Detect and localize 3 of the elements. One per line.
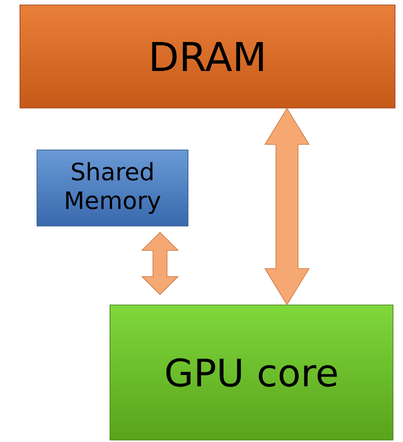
memory-box: DRAM xyxy=(20,4,396,108)
memory-box: Shared Memory xyxy=(36,150,188,226)
processor-box: GPU core xyxy=(110,304,394,440)
